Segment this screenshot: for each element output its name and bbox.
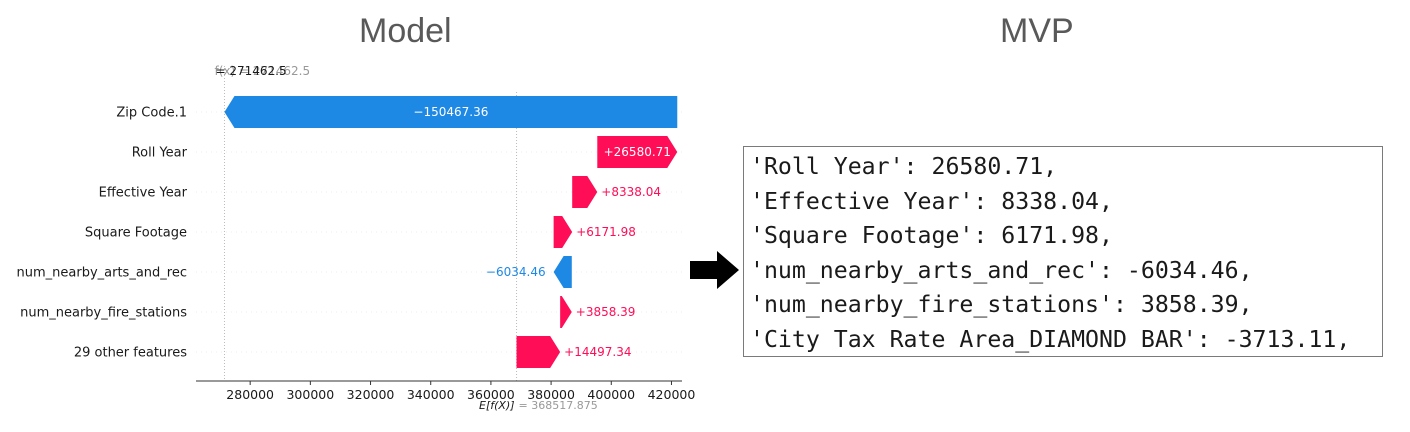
mvp-code-box: 'Roll Year': 26580.71, 'Effective Year': … [743, 146, 1383, 357]
output-value-label: = 271462.5 [215, 64, 286, 78]
waterfall-bar [553, 256, 572, 288]
feature-label: Roll Year [132, 146, 188, 161]
bar-value-label: +6171.98 [576, 225, 636, 239]
mvp-heading: MVP [1000, 12, 1074, 50]
bar-value-label: +14497.34 [564, 345, 631, 359]
code-line: 'Square Footage': 6171.98, [750, 222, 1113, 249]
waterfall-bar [553, 216, 573, 248]
waterfall-chart: −150467.36 Zip Code.1 +26580.71 Roll Year +8… [17, 64, 696, 412]
code-line: 'num_nearby_arts_and_rec': -6034.46, [750, 256, 1253, 284]
bar-value-label: +3858.39 [576, 305, 636, 319]
model-heading: Model [359, 12, 452, 50]
feature-label: num_nearby_fire_stations [20, 306, 187, 321]
x-tick-label: 320000 [347, 387, 395, 402]
base-value-number: = 368517.875 [519, 399, 598, 412]
waterfall-bar [224, 96, 678, 128]
x-tick-label: 300000 [286, 387, 334, 402]
right-arrow-icon [690, 251, 739, 289]
code-line: 'num_nearby_fire_stations': 3858.39, [750, 291, 1253, 318]
x-tick-label: 380000 [527, 387, 575, 402]
feature-label: Square Footage [85, 226, 187, 241]
code-line: 'Effective Year': 8338.04, [750, 187, 1113, 215]
bar-value-label: +26580.71 [604, 145, 671, 159]
x-tick-label: 340000 [407, 387, 455, 402]
bar-value-label: +8338.04 [601, 185, 661, 199]
feature-label: 29 other features [74, 346, 187, 361]
x-tick-label: 360000 [467, 387, 515, 402]
feature-label: Zip Code.1 [116, 106, 187, 121]
x-tick-label: 280000 [226, 387, 274, 402]
feature-label: Effective Year [99, 186, 188, 201]
bar-value-label: −6034.46 [486, 265, 546, 279]
waterfall-bar [597, 136, 678, 168]
waterfall-bar [572, 176, 598, 208]
code-line: 'Roll Year': 26580.71, [750, 153, 1058, 180]
x-tick-label: 420000 [648, 387, 696, 402]
base-value-label: E[f(X)] [479, 399, 515, 412]
x-tick-label: 400000 [587, 387, 635, 402]
code-line: 'City Tax Rate Area_DIAMOND BAR': -3713.… [750, 325, 1351, 353]
bar-value-label: −150467.36 [413, 105, 488, 119]
waterfall-bar [560, 296, 572, 328]
feature-label: num_nearby_arts_and_rec [17, 266, 187, 281]
output-ghost-label: f(x) = 271462.5 [214, 64, 310, 78]
waterfall-bar [516, 336, 561, 368]
